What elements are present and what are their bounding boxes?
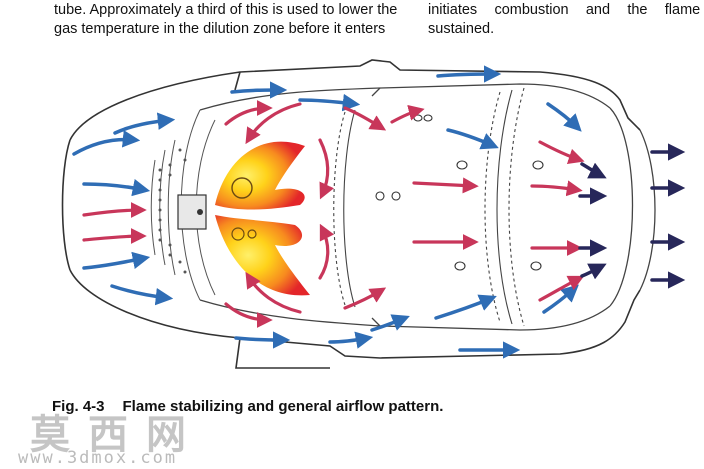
text-line-justified: initiates combustion and the flame is <box>428 1 704 20</box>
body-text-left-column: tube. Approximately a third of this is u… <box>54 0 402 39</box>
primary-air-arrows <box>72 65 582 359</box>
text-line: tube. Approximately a third of this is u… <box>54 2 398 18</box>
figure-caption: Fig. 4-3 Flame stabilizing and general ai… <box>52 398 443 415</box>
secondary-air-arrows <box>82 100 585 328</box>
word: and <box>585 2 611 18</box>
flame <box>215 141 310 296</box>
cooling-rings <box>333 87 525 327</box>
dome-perforations <box>158 148 187 274</box>
word: flame <box>664 2 701 18</box>
figure-title: Flame stabilizing and general airflow pa… <box>122 398 444 415</box>
word: the <box>627 2 648 18</box>
fuel-nozzle-tip <box>197 209 203 215</box>
outer-casing <box>61 59 641 369</box>
exhaust-arrows <box>578 143 686 289</box>
text-line: sustained. <box>428 21 495 37</box>
text-line: gas temperature in the dilution zone bef… <box>54 21 386 37</box>
word: initiates <box>428 2 478 18</box>
figure-number: Fig. 4-3 <box>52 398 105 415</box>
combustion-chamber-diagram <box>61 59 686 369</box>
flame-tube <box>199 83 656 331</box>
watermark-url: www.3dmox.com <box>18 448 178 468</box>
dilution-holes <box>375 114 544 271</box>
body-text-right-column: initiates combustion and the flame is su… <box>428 0 704 39</box>
watermark-chinese-text: 莫西网 <box>30 411 204 458</box>
word: combustion <box>494 2 569 18</box>
site-watermark: 莫西网 www.3dmox.com <box>18 402 278 468</box>
